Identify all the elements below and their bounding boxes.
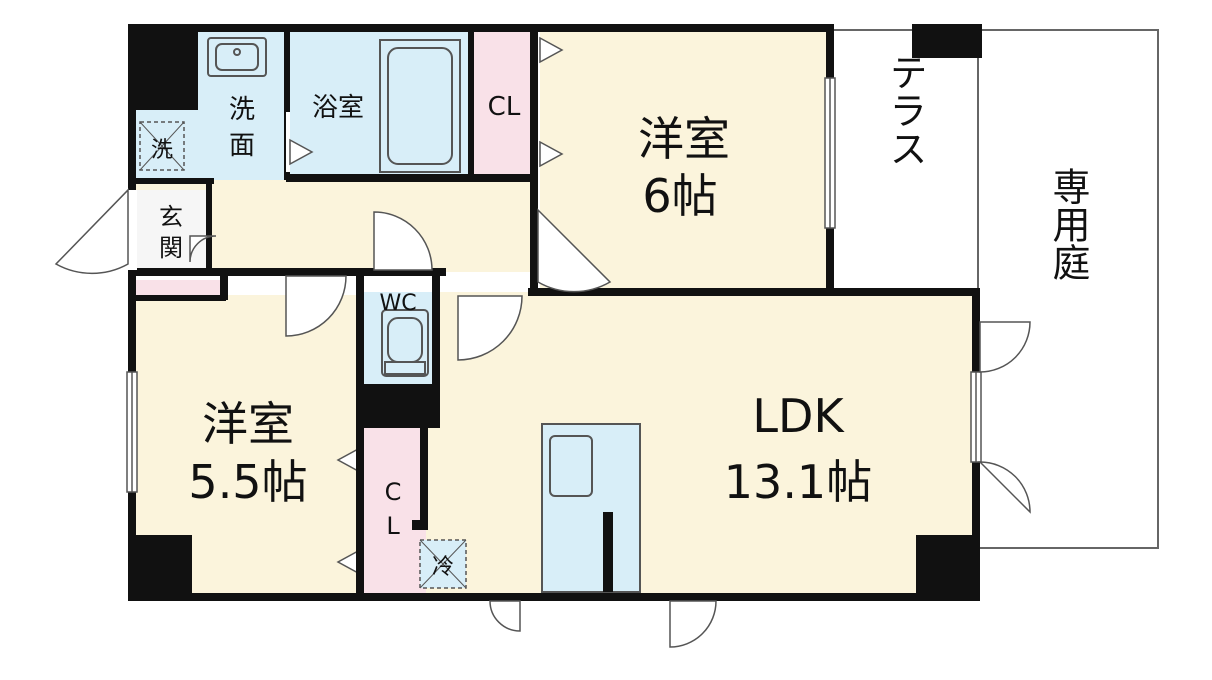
entrance-label-1: 玄: [159, 203, 183, 231]
closet-top-label: CL: [488, 92, 521, 122]
bathroom-label: 浴室: [312, 93, 364, 123]
fridge-label: 冷: [432, 555, 454, 580]
closet-door-marks: [336, 36, 564, 576]
bathtub: [379, 39, 461, 173]
washing-machine-label: 洗: [151, 138, 173, 163]
garden-label: 専用庭: [1046, 167, 1090, 281]
toilet-fixture: [381, 309, 429, 377]
doors: [54, 112, 1031, 648]
washroom-label-1: 洗: [229, 95, 255, 125]
windows: [126, 77, 982, 493]
ldk-size: 13.1帖: [724, 455, 872, 509]
entrance-label-2: 関: [159, 234, 183, 262]
closet-side-label-2: L: [386, 512, 400, 540]
room-55-size: 5.5帖: [188, 455, 307, 509]
room-6-name: 洋室: [638, 112, 730, 166]
closet-side-label-1: C: [385, 478, 402, 506]
washbasin: [207, 37, 267, 77]
fridge-space: [419, 539, 467, 589]
washroom-label-2: 面: [229, 131, 255, 161]
room-6-size: 6帖: [642, 169, 717, 223]
room-55-name: 洋室: [202, 397, 294, 451]
private-garden-area: [978, 29, 1159, 549]
washing-machine-space: [139, 121, 185, 171]
labels: 洋室 6帖 洋室 5.5帖 LDK 13.1帖 テラス 専用庭 浴室 洗 面 洗…: [151, 53, 1090, 580]
kitchen-counter: [541, 423, 641, 593]
terrace-label: テラス: [883, 53, 927, 167]
ldk-name: LDK: [752, 389, 845, 443]
toilet-label: WC: [379, 291, 416, 316]
